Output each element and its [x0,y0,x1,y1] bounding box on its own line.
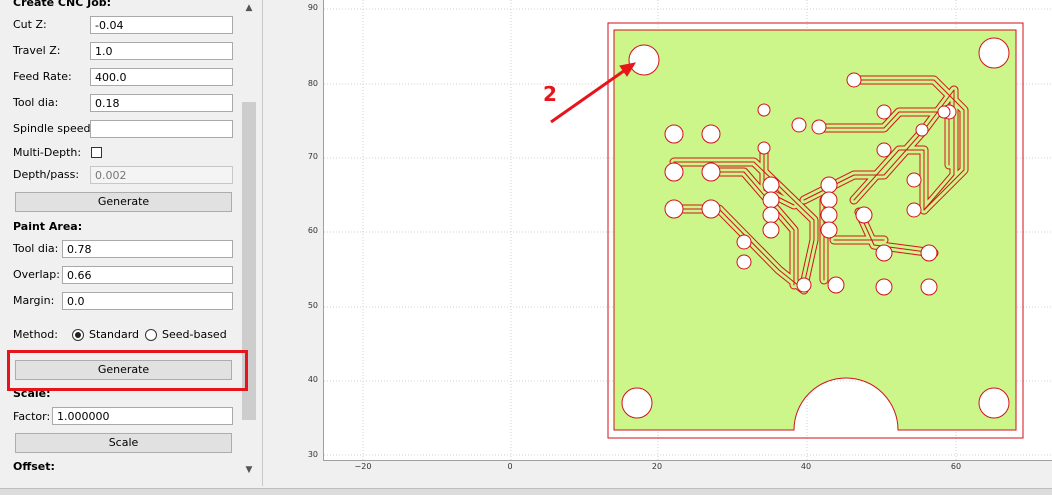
margin-input[interactable]: 0.0 [62,292,233,310]
overlap-label: Overlap: [13,268,60,281]
y-tick-70: 70 [307,152,318,161]
method-seed-label[interactable]: Seed-based [162,328,227,341]
x-tick-20: 20 [651,462,663,471]
method-label: Method: [13,328,58,341]
overlap-input[interactable]: 0.66 [62,266,233,284]
travel-z-input[interactable]: 1.0 [90,42,233,60]
paint-area-heading: Paint Area: [13,220,83,233]
pcb-canvas-svg [324,0,1052,460]
annotation-arrow-svg [550,62,637,124]
scroll-up-icon[interactable]: ▲ [245,3,253,13]
method-standard-label[interactable]: Standard [89,328,140,341]
pcb-pads [664,72,957,296]
feed-rate-label: Feed Rate: [13,70,72,83]
highlight-box [7,350,248,391]
panel-scrollbar[interactable]: ▲ ▼ [241,0,257,480]
plot-area[interactable]: 90 80 70 60 50 40 30 −20 0 20 40 60 [263,0,1052,486]
tool-dia-input[interactable]: 0.18 [90,94,233,112]
y-tick-90: 90 [307,3,318,12]
plot-canvas[interactable] [323,0,1052,461]
x-tick-0: 0 [507,462,513,471]
feed-rate-input[interactable]: 400.0 [90,68,233,86]
cnc-job-heading: Create CNC Job: [13,0,112,9]
tool-dia-label: Tool dia: [13,96,59,109]
multi-depth-label: Multi-Depth: [13,146,82,159]
depth-pass-input[interactable]: 0.002 [90,166,233,184]
generate-paint-button[interactable]: Generate [15,360,232,380]
cut-z-input[interactable]: -0.04 [90,16,233,34]
scrollbar-thumb[interactable] [242,102,256,420]
x-tick-60: 60 [950,462,962,471]
offset-heading: Offset: [13,460,55,473]
method-seed-radio[interactable] [145,329,157,341]
x-tick-40: 40 [800,462,812,471]
travel-z-label: Travel Z: [13,44,61,57]
radio-selected-dot [75,332,81,338]
y-tick-80: 80 [307,79,318,88]
factor-label: Factor: [13,410,51,423]
board-outline [607,22,1024,439]
paint-tool-dia-input[interactable]: 0.78 [62,240,233,258]
spindle-speed-label: Spindle speed: [13,122,95,135]
factor-input[interactable]: 1.000000 [52,407,233,425]
y-tick-40: 40 [307,375,318,384]
y-tick-30: 30 [307,450,318,459]
scroll-down-icon[interactable]: ▼ [245,465,253,475]
tool-options-panel: Create CNC Job: Cut Z: -0.04 Travel Z: 1… [0,0,263,486]
paint-tool-dia-label: Tool dia: [13,242,59,255]
annotation-arrow [550,62,637,124]
y-tick-50: 50 [307,301,318,310]
spindle-speed-input[interactable] [90,120,233,138]
x-tick-neg20: −20 [354,462,372,471]
method-standard-radio[interactable] [72,329,84,341]
multi-depth-checkbox[interactable] [91,147,102,158]
generate-cnc-button[interactable]: Generate [15,192,232,212]
cut-z-label: Cut Z: [13,18,47,31]
mounting-holes [621,37,1010,419]
y-tick-60: 60 [307,226,318,235]
status-bar [0,488,1052,495]
margin-label: Margin: [13,294,55,307]
scale-button[interactable]: Scale [15,433,232,453]
depth-pass-label: Depth/pass: [13,168,80,181]
annotation-marker-2: 2 [543,82,557,106]
